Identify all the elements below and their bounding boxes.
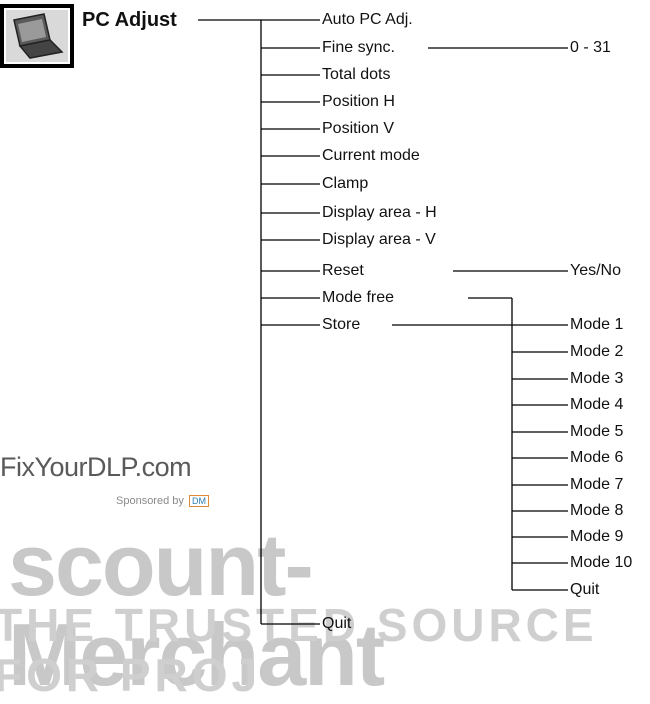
store-option-mode-6: Mode 6 xyxy=(570,449,624,466)
menu-item-display-area-v: Display area - V xyxy=(322,231,436,248)
watermark-sponsor: Sponsored by DM xyxy=(116,495,209,507)
store-option-mode-7: Mode 7 xyxy=(570,476,624,493)
menu-item-clamp: Clamp xyxy=(322,175,369,192)
store-option-mode-4: Mode 4 xyxy=(570,396,624,413)
menu-item-auto-pc-adj: Auto PC Adj. xyxy=(322,11,413,28)
menu-tree-diagram xyxy=(0,4,568,625)
fine-sync-range: 0 - 31 xyxy=(570,39,611,56)
store-option-mode-5: Mode 5 xyxy=(570,423,624,440)
sponsor-logo: DM xyxy=(188,495,209,507)
menu-item-quit: Quit xyxy=(322,615,352,632)
menu-item-reset: Reset xyxy=(322,262,364,279)
menu-item-display-area-h: Display area - H xyxy=(322,204,437,221)
menu-item-store: Store xyxy=(322,316,361,333)
watermark-sponsor-text: Sponsored by xyxy=(116,495,184,507)
store-option-mode-10: Mode 10 xyxy=(570,554,633,571)
menu-item-position-v: Position V xyxy=(322,120,395,137)
store-option-mode-1: Mode 1 xyxy=(570,316,624,333)
store-option-quit: Quit xyxy=(570,581,600,598)
store-option-mode-8: Mode 8 xyxy=(570,502,624,519)
connector-lines xyxy=(198,19,568,625)
menu-item-total-dots: Total dots xyxy=(322,66,391,83)
laptop-icon xyxy=(0,4,74,68)
store-option-mode-3: Mode 3 xyxy=(570,370,624,387)
store-option-mode-9: Mode 9 xyxy=(570,528,624,545)
watermark-site: FixYourDLP.com xyxy=(0,452,192,482)
store-option-mode-2: Mode 2 xyxy=(570,343,624,360)
menu-item-current-mode: Current mode xyxy=(322,147,420,164)
menu-item-position-h: Position H xyxy=(322,93,395,110)
menu-item-mode-free: Mode free xyxy=(322,289,395,306)
reset-option: Yes/No xyxy=(570,262,621,279)
diagram-title: PC Adjust xyxy=(82,9,177,31)
menu-item-fine-sync: Fine sync. xyxy=(322,39,395,56)
